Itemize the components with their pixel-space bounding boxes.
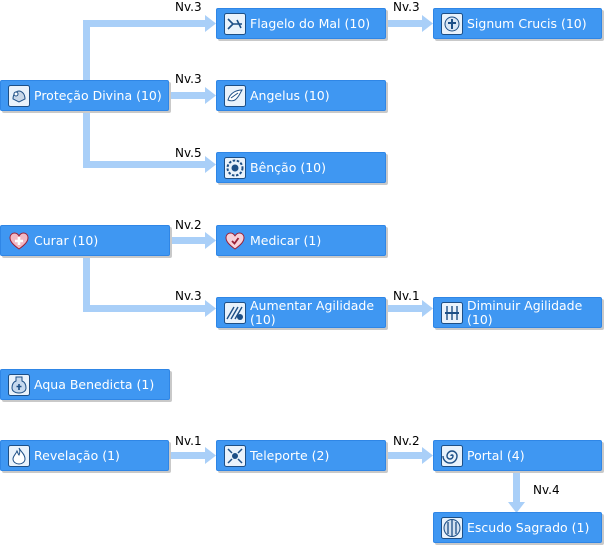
connector-aumentar-diminuir <box>386 305 424 312</box>
warp-portal-icon <box>441 444 463 467</box>
level-requirement-bencao: Nv.5 <box>175 146 202 160</box>
pneuma-shield-icon <box>441 516 463 539</box>
skill-label: Proteção Divina (10) <box>34 87 162 103</box>
connector-curar-vertical <box>83 237 90 312</box>
connector-protecao-flagelo <box>83 20 207 27</box>
skill-label: Flagelo do Mal (10) <box>250 15 371 31</box>
arrow-to-aumentar <box>205 300 216 317</box>
connector-flagelo-signum <box>386 20 424 27</box>
level-requirement-diminuir: Nv.1 <box>393 289 420 303</box>
skill-label: Portal (4) <box>467 447 525 463</box>
skill-node-escudo-sagrado[interactable]: Escudo Sagrado (1) <box>433 512 602 543</box>
skill-label: Teleporte (2) <box>250 447 330 463</box>
speed-up-icon <box>224 301 246 324</box>
level-requirement-signum: Nv.3 <box>393 0 420 14</box>
arrow-to-signum <box>422 15 433 32</box>
skill-node-teleporte[interactable]: Teleporte (2) <box>216 440 386 471</box>
demon-bane-icon <box>224 12 246 35</box>
connector-curar-aumentar <box>83 305 207 312</box>
skill-label: Revelação (1) <box>34 447 120 463</box>
skill-node-revelacao[interactable]: Revelação (1) <box>0 440 169 471</box>
connector-protecao-angelus <box>168 92 207 99</box>
teleport-icon <box>224 444 246 467</box>
heart-cure-icon <box>225 231 245 250</box>
skill-node-diminuir-agilidade[interactable]: Diminuir Agilidade (10) <box>433 297 602 328</box>
skill-node-portal[interactable]: Portal (4) <box>433 440 602 471</box>
blessing-ring-icon <box>224 156 246 179</box>
skill-label: Escudo Sagrado (1) <box>467 519 590 535</box>
level-requirement-escudo: Nv.4 <box>533 483 560 497</box>
connector-portal-escudo <box>513 470 520 504</box>
arrow-to-teleporte <box>205 447 216 464</box>
holy-water-icon <box>8 373 30 396</box>
skill-label: Signum Crucis (10) <box>467 15 587 31</box>
level-requirement-medicar: Nv.2 <box>175 218 202 232</box>
level-requirement-angelus: Nv.3 <box>175 72 202 86</box>
arrow-to-portal <box>422 447 433 464</box>
connector-revelacao-teleporte <box>168 452 207 459</box>
skill-node-flagelo-do-mal[interactable]: Flagelo do Mal (10) <box>216 8 386 39</box>
skill-node-aumentar-agilidade[interactable]: Aumentar Agilidade (10) <box>216 297 386 328</box>
skill-label: Bênção (10) <box>250 159 327 175</box>
level-requirement-aumentar: Nv.3 <box>175 289 202 303</box>
connector-curar-medicar <box>170 237 207 244</box>
arrow-to-escudo <box>508 502 525 513</box>
skill-node-angelus[interactable]: Angelus (10) <box>216 80 386 111</box>
holy-shield-icon <box>8 84 30 107</box>
arrow-to-flagelo <box>205 15 216 32</box>
cross-emblem-icon <box>441 12 463 35</box>
skill-label: Medicar (1) <box>250 232 322 248</box>
skill-label: Diminuir Agilidade (10) <box>467 297 583 327</box>
level-requirement-portal: Nv.2 <box>393 434 420 448</box>
skill-label: Aumentar Agilidade (10) <box>250 297 375 327</box>
arrow-to-diminuir <box>422 300 433 317</box>
arrow-to-angelus <box>205 87 216 104</box>
skill-node-signum-crucis[interactable]: Signum Crucis (10) <box>433 8 602 39</box>
level-requirement-teleporte: Nv.1 <box>175 434 202 448</box>
skill-label: Aqua Benedicta (1) <box>34 376 155 392</box>
skill-node-curar[interactable]: Curar (10) <box>0 225 170 256</box>
speed-down-icon <box>441 301 463 324</box>
connector-teleporte-portal <box>386 452 424 459</box>
skill-node-bencao[interactable]: Bênção (10) <box>216 152 386 183</box>
arrow-to-bencao <box>205 156 216 173</box>
wing-icon <box>224 84 246 107</box>
skill-node-aqua-benedicta[interactable]: Aqua Benedicta (1) <box>0 369 170 400</box>
heart-cross-icon <box>9 231 29 250</box>
skill-label: Curar (10) <box>34 232 99 248</box>
connector-protecao-bencao <box>83 161 207 168</box>
skill-node-medicar[interactable]: Medicar (1) <box>216 225 386 256</box>
level-requirement-flagelo: Nv.3 <box>175 0 202 14</box>
arrow-to-medicar <box>205 232 216 249</box>
skill-node-protecao-divina[interactable]: Proteção Divina (10) <box>0 80 169 111</box>
skill-label: Angelus (10) <box>250 87 330 103</box>
ruwach-flame-icon <box>8 444 30 467</box>
